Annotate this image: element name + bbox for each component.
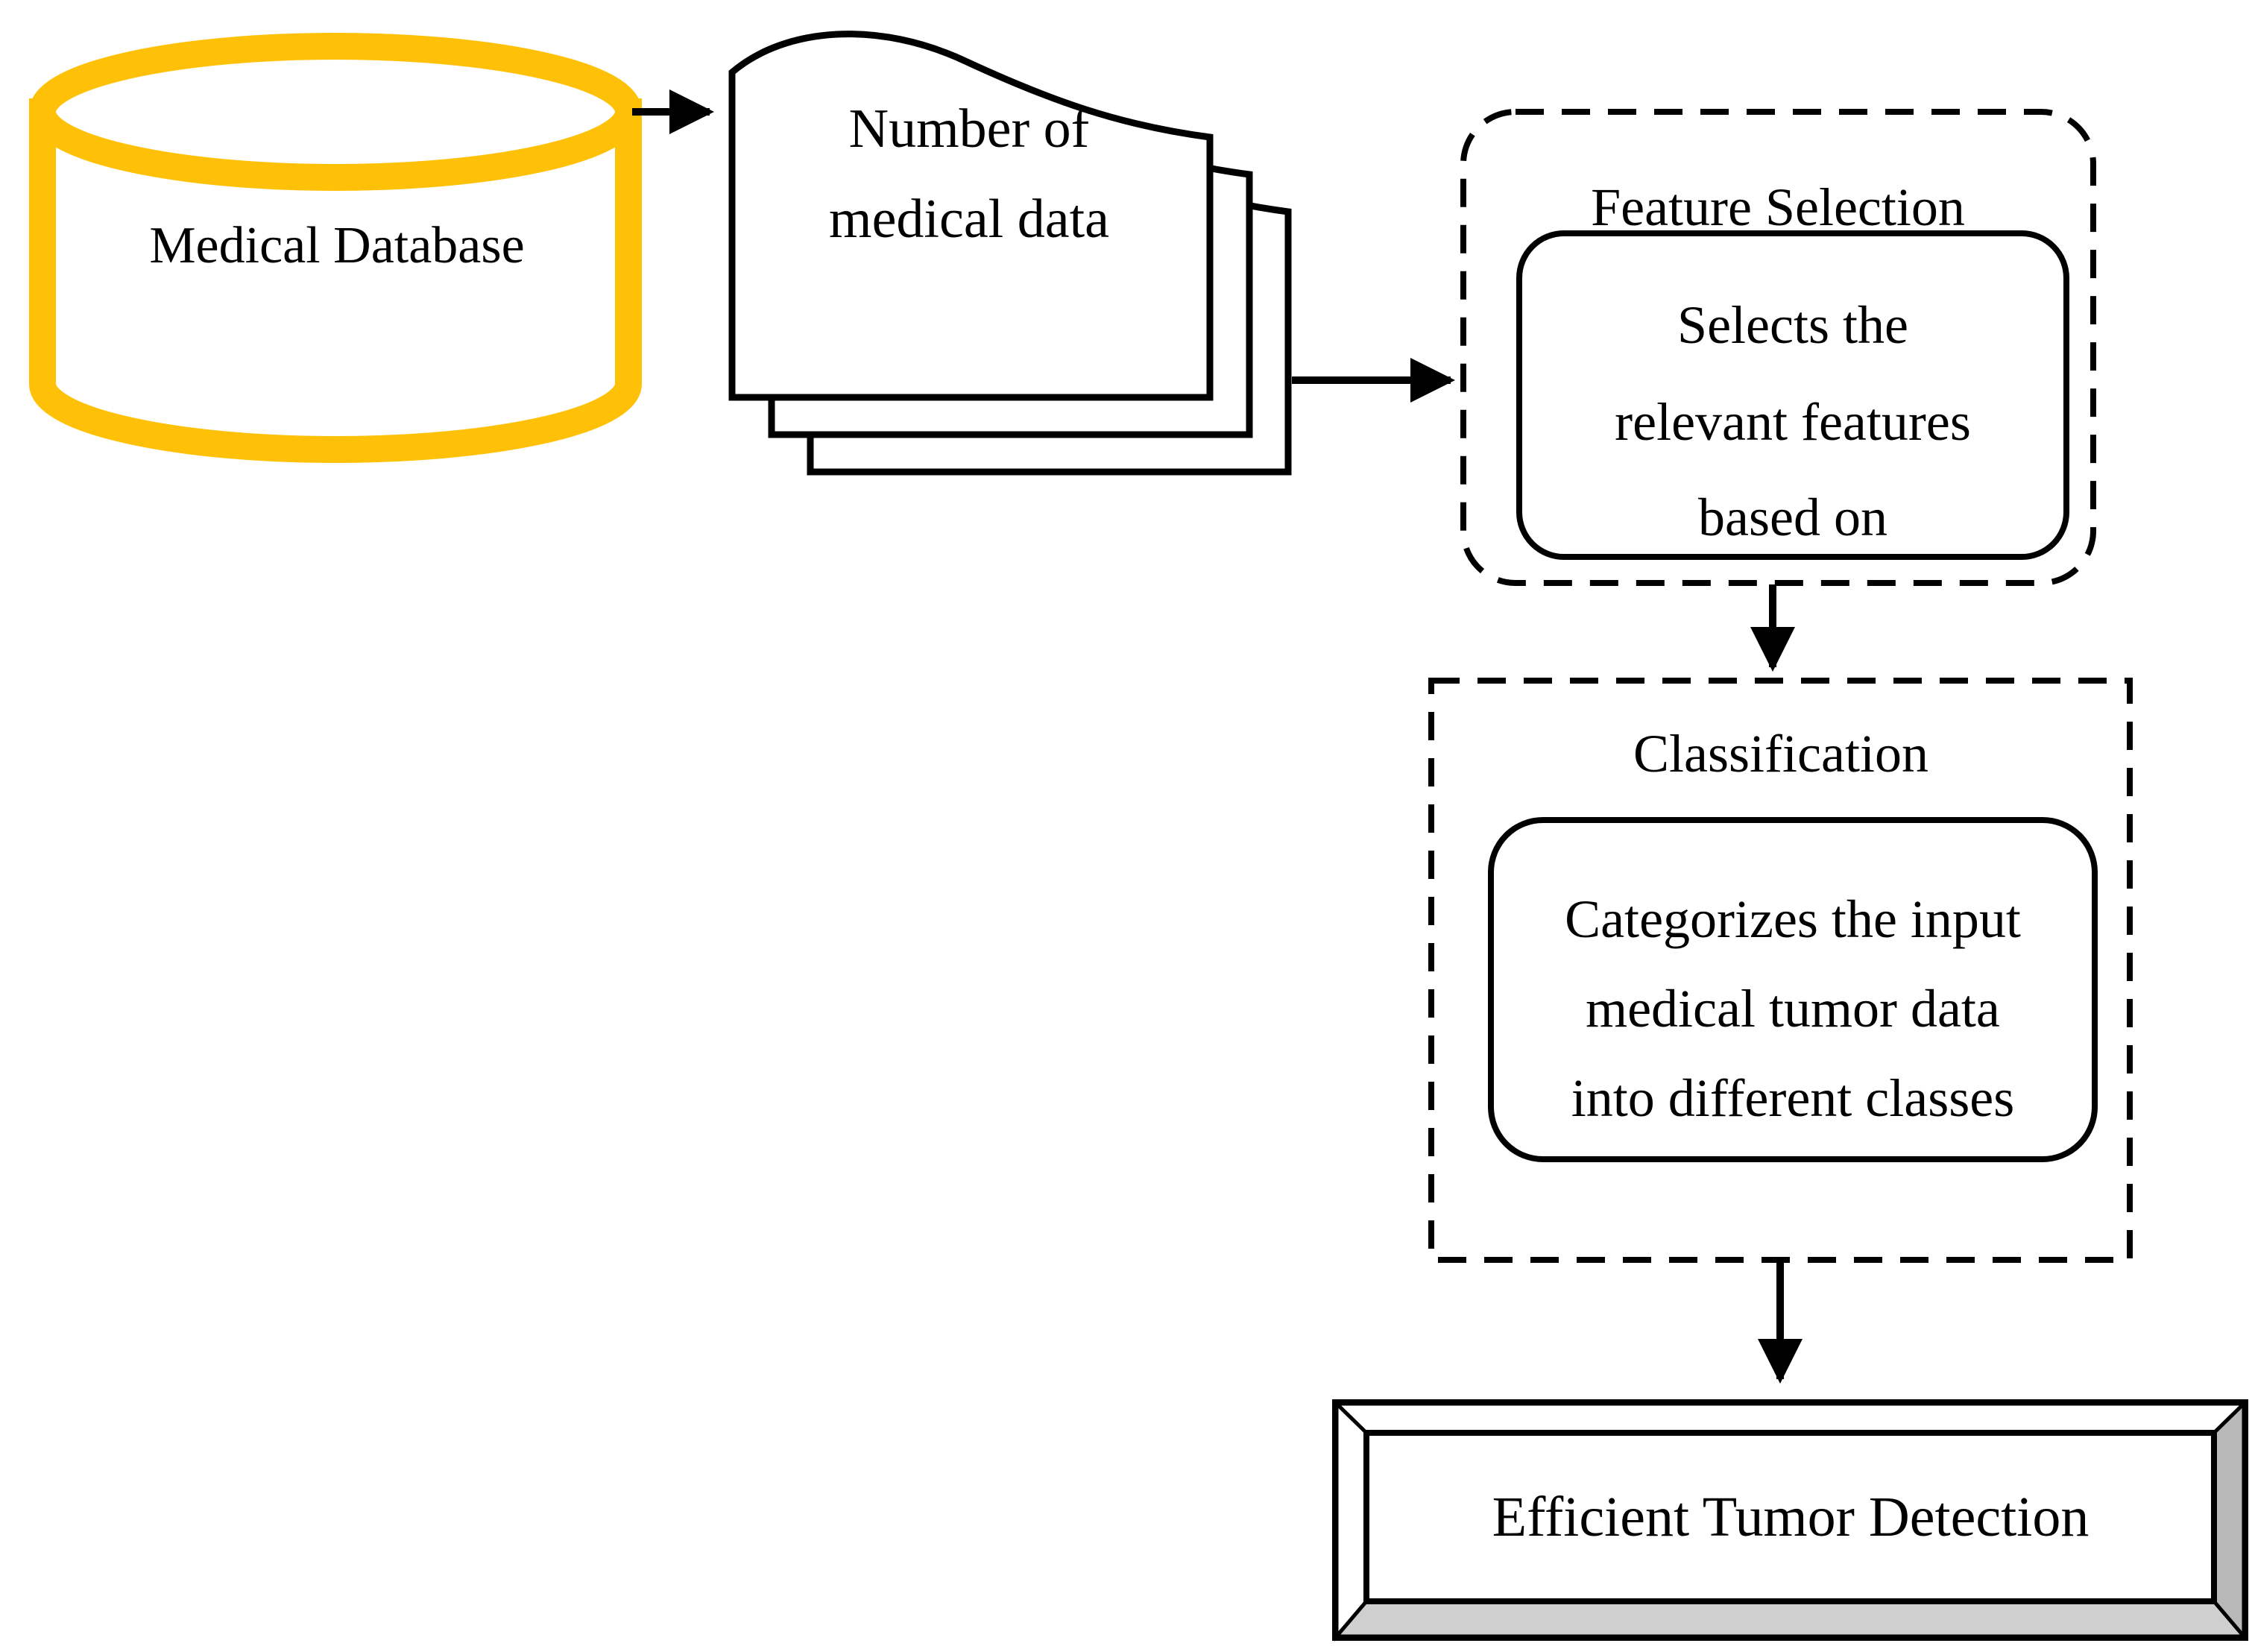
feature-selection-body-line-2: relevant features	[1615, 392, 1971, 452]
detection-inner-panel	[1363, 1430, 2217, 1604]
doc-label-line-2: medical data	[829, 189, 1109, 250]
classification-node: Classification Categorizes the input med…	[1428, 678, 2133, 1263]
classification-title: Classification	[1633, 724, 1928, 784]
detection-bevel-left	[1334, 1399, 1369, 1642]
feature-selection-container	[1460, 109, 2096, 586]
feature-selection-body-line-3: based on	[1698, 488, 1887, 547]
detection-bevel-top	[1331, 1402, 2249, 1435]
doc-label-line-1: Number of	[849, 98, 1090, 160]
feature-selection-title: Feature Selection	[1591, 177, 1965, 237]
document-stack-node: Number of medical data	[728, 31, 1292, 476]
detection-bevel-bottom	[1332, 1599, 2248, 1639]
classification-body-line-3: into different classes	[1571, 1068, 2015, 1128]
detection-label: Efficient Tumor Detection	[1492, 1486, 2090, 1548]
classification-body-line-1: Categorizes the input	[1565, 889, 2021, 949]
classification-body-line-2: medical tumor data	[1586, 979, 2000, 1038]
feature-selection-inner-box	[1516, 230, 2069, 560]
doc-sheet-front	[728, 31, 1214, 401]
database-label: Medical Database	[149, 217, 524, 274]
detection-bevel-right	[2212, 1399, 2246, 1642]
cylinder-top-ellipse	[29, 33, 642, 191]
feature-selection-body-line-1: Selects the	[1677, 295, 1908, 355]
tumor-detection-node: Efficient Tumor Detection	[1331, 1399, 2249, 1642]
database-cylinder-node: Medical Database	[29, 33, 642, 463]
cylinder-body	[29, 98, 642, 463]
feature-selection-node: Feature Selection Selects the relevant f…	[1460, 109, 2096, 586]
classification-inner-box	[1488, 817, 2098, 1162]
classification-container	[1428, 678, 2133, 1263]
